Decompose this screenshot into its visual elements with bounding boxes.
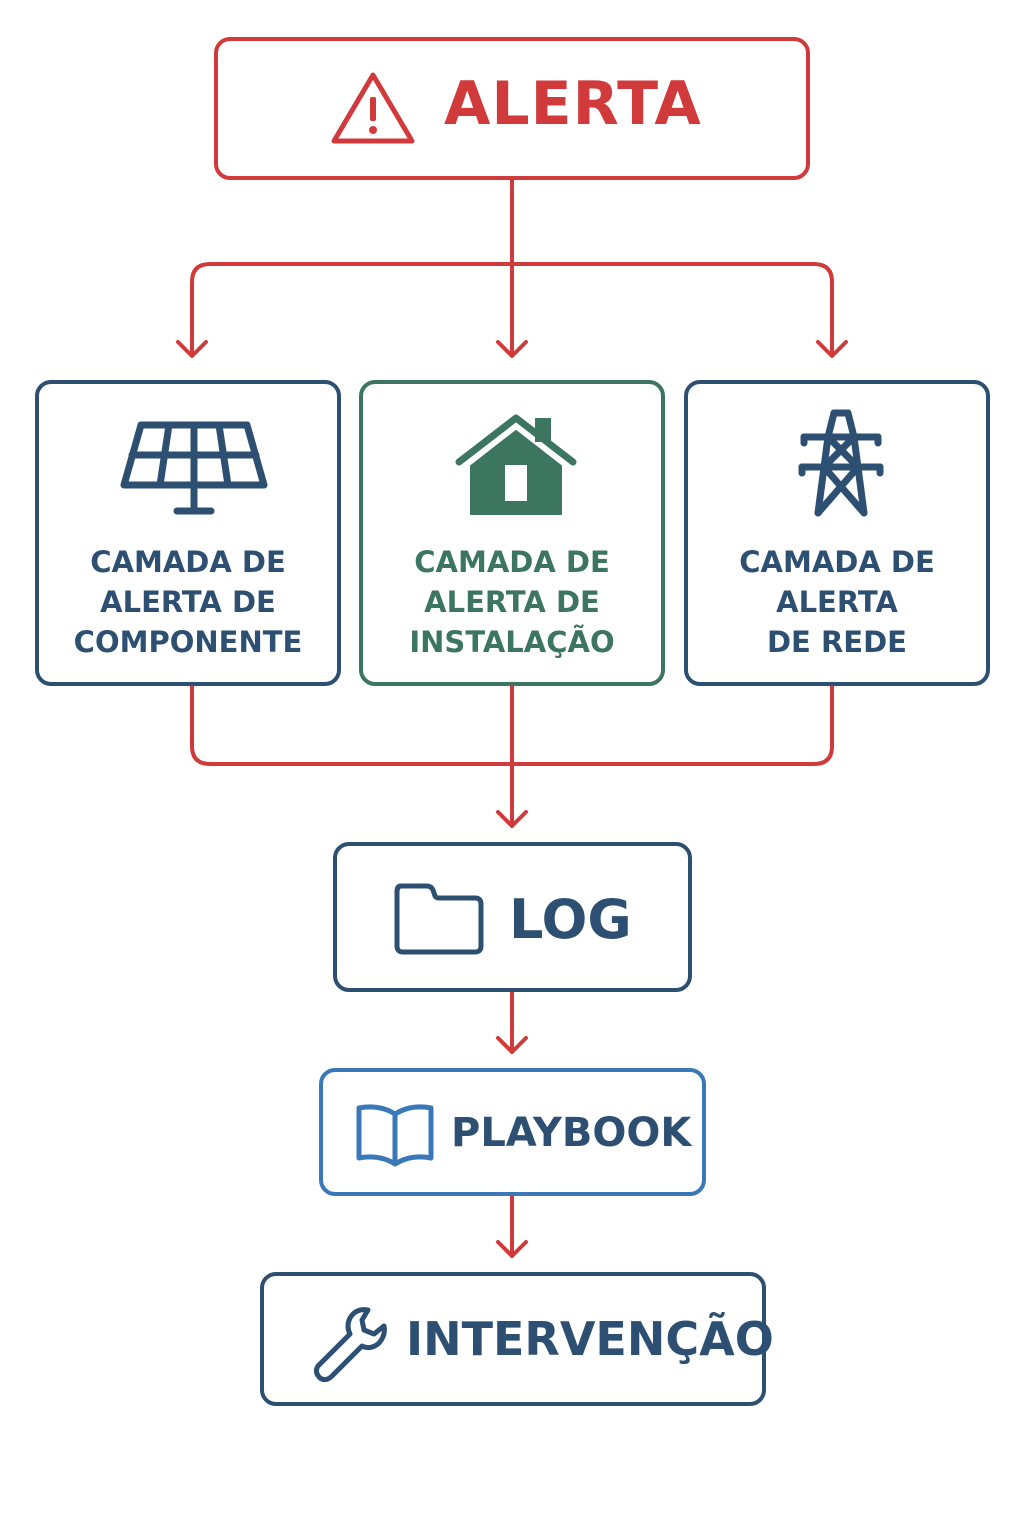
connector-right-merge	[510, 684, 834, 766]
arrowhead-log	[496, 810, 528, 828]
installation-layer-box: CAMADA DE ALERTA DE INSTALAÇÃO	[359, 380, 665, 686]
log-box: LOG	[333, 842, 692, 992]
network-layer-label: CAMADA DE ALERTA DE REDE	[739, 545, 935, 659]
arrowhead-network	[816, 340, 848, 358]
alert-box: ALERTA	[214, 37, 810, 180]
intervention-box: INTERVENÇÃO	[260, 1272, 774, 1406]
connector-split-left	[190, 262, 514, 357]
playbook-box: PLAYBOOK	[319, 1068, 706, 1196]
book-icon	[356, 1104, 434, 1167]
component-layer-box: CAMADA DE ALERTA DE COMPONENTE	[35, 380, 341, 686]
component-layer-label: CAMADA DE ALERTA DE COMPONENTE	[73, 545, 303, 659]
arrowhead-intervention	[496, 1240, 528, 1258]
wrench-icon	[313, 1307, 387, 1383]
alert-label: ALERTA	[444, 69, 702, 139]
playbook-label: PLAYBOOK	[451, 1110, 692, 1156]
connector-split-right	[510, 262, 834, 357]
arrowhead-playbook	[496, 1036, 528, 1054]
arrowhead-component	[176, 340, 208, 358]
solar-panel-icon	[120, 421, 268, 515]
transmission-tower-icon	[798, 409, 884, 517]
warning-triangle-icon	[331, 72, 415, 144]
log-label: LOG	[509, 888, 632, 951]
house-icon	[455, 414, 577, 515]
connector-left-merge	[190, 684, 514, 766]
intervention-label: INTERVENÇÃO	[406, 1312, 774, 1366]
arrowhead-installation	[496, 340, 528, 358]
folder-icon	[394, 883, 484, 955]
network-layer-box: CAMADA DE ALERTA DE REDE	[684, 380, 990, 686]
installation-layer-label: CAMADA DE ALERTA DE INSTALAÇÃO	[409, 545, 615, 659]
